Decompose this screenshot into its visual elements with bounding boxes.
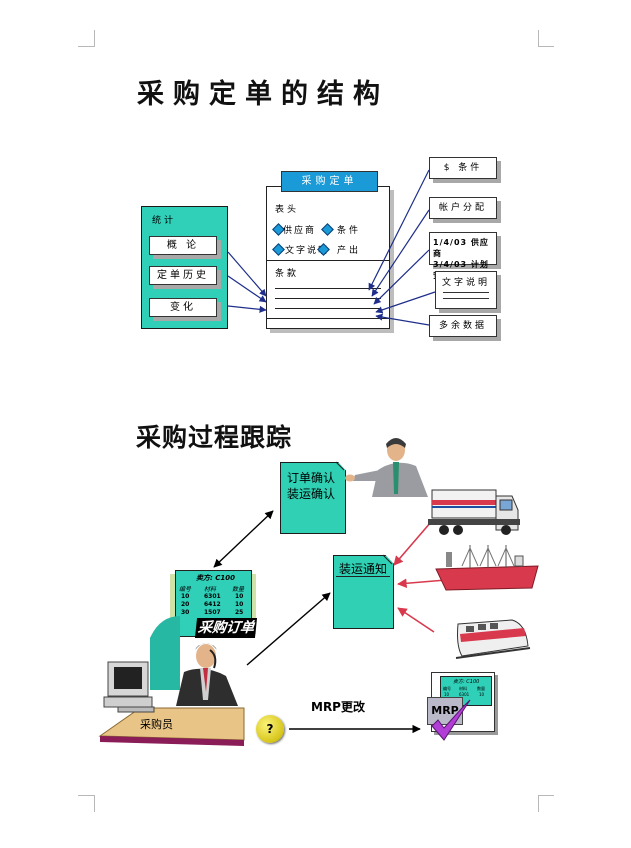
purchase-order-doc: 表头 供应商 条件 文字说明 产出 条款: [266, 186, 390, 329]
confirm-line-2: 装运确认: [287, 487, 336, 501]
crop-mark: [538, 795, 539, 812]
mini-h1: 编号: [443, 686, 451, 691]
crop-mark: [94, 30, 95, 47]
checkmark-icon: [431, 699, 471, 741]
po-cell: 20: [181, 601, 190, 608]
item-line: [275, 288, 381, 289]
mrp-badge-label: MRP: [431, 704, 459, 717]
po-cell: 10: [235, 601, 244, 608]
more-data-box: 多余数据: [429, 315, 497, 337]
po-cell: 1507: [204, 609, 221, 616]
tracking-arrows: [213, 510, 421, 734]
more-data-text: 多余数据: [438, 321, 487, 331]
po-cell: 10: [181, 593, 190, 600]
confirmation-doc: 订单确认 装运确认: [280, 462, 346, 534]
text-box: 文字说明: [435, 271, 497, 309]
carrier-arrows: [393, 521, 447, 633]
crop-mark: [538, 795, 554, 796]
conditions-label: 条件: [337, 226, 362, 236]
confirm-line-1: 订单确认: [287, 471, 336, 485]
po-vendor: 卖方: C100: [196, 574, 235, 582]
truck-icon: [428, 489, 520, 535]
order-header-label: 采购定单: [301, 176, 358, 187]
divider: [267, 260, 389, 261]
overview-button[interactable]: 概 论: [149, 236, 217, 255]
changes-button[interactable]: 变化: [149, 298, 217, 317]
text-line: [443, 298, 489, 299]
question-icon[interactable]: ?: [256, 715, 284, 743]
order-header-bar: 采购定单: [281, 171, 378, 192]
changes-label: 变化: [170, 302, 196, 313]
crop-mark: [78, 795, 94, 796]
stats-arrows: [227, 251, 267, 313]
item-line: [275, 308, 381, 309]
tracking-title: 采购过程跟踪: [136, 423, 293, 452]
po-cell: 25: [235, 609, 244, 616]
structure-title: 采购定单的结构: [137, 79, 389, 110]
overview-label: 概 论: [166, 240, 200, 251]
shipping-notice-label: 装运通知: [339, 562, 388, 576]
po-cell: 10: [235, 593, 244, 600]
notice-line: [336, 576, 390, 577]
order-history-label: 定单历史: [157, 270, 209, 281]
schedule-box: 1/4/03 供应商 3/4/03 计划安排: [429, 232, 497, 280]
conditions-box: $ 条件: [429, 157, 497, 179]
crop-mark: [538, 46, 554, 47]
buyer-person-icon: [150, 616, 238, 706]
item-line: [275, 298, 381, 299]
mini-h3: 数量: [477, 686, 485, 691]
crop-mark: [78, 46, 94, 47]
output-label: 产出: [337, 246, 362, 256]
mrp-doc-card: 卖方: C100 编号 材料 数量 10 6301 10: [440, 676, 492, 706]
account-text: 帐户分配: [438, 203, 487, 213]
order-history-button[interactable]: 定单历史: [149, 266, 217, 285]
crop-mark: [538, 30, 539, 47]
stats-label: 统计: [152, 216, 177, 226]
mini-c2: 6301: [459, 692, 470, 697]
crop-mark: [94, 795, 95, 812]
conditions-text: $ 条件: [443, 163, 483, 173]
mini-vendor: 卖方: C100: [453, 679, 480, 685]
po-cell: 6301: [204, 593, 221, 600]
fold-marks: [335, 461, 393, 565]
item-line: [267, 318, 389, 319]
buyer-label: 采购员: [140, 718, 173, 731]
po-cell: 30: [181, 609, 190, 616]
computer-icon: [103, 661, 155, 713]
shipping-notice-doc: 装运通知: [333, 555, 394, 629]
po-header-2: 材料: [204, 586, 217, 593]
businessman-icon: [345, 438, 428, 497]
text-label: 文字说明: [285, 246, 330, 256]
text-line: [443, 292, 489, 293]
account-box: 帐户分配: [429, 197, 497, 219]
po-cell: 6412: [204, 601, 221, 608]
mini-h2: 材料: [459, 686, 467, 691]
mrp-change-label: MRP更改: [311, 700, 365, 714]
schedule-line-1: 1/4/03 供应商: [433, 238, 489, 258]
mini-c3: 10: [479, 692, 485, 697]
ship-icon: [435, 545, 539, 591]
desk-icon: [98, 707, 245, 746]
detail-arrows: [368, 169, 436, 326]
question-mark: ?: [266, 722, 274, 736]
mini-c1: 10: [444, 692, 450, 697]
header-section-label: 表头: [275, 205, 300, 215]
items-label: 条款: [275, 269, 300, 279]
po-header-1: 编号: [179, 586, 192, 593]
text-box-label: 文字说明: [441, 278, 490, 288]
po-header-3: 数量: [232, 586, 245, 593]
vendor-label: 供应商: [283, 226, 317, 236]
train-icon: [455, 619, 531, 659]
